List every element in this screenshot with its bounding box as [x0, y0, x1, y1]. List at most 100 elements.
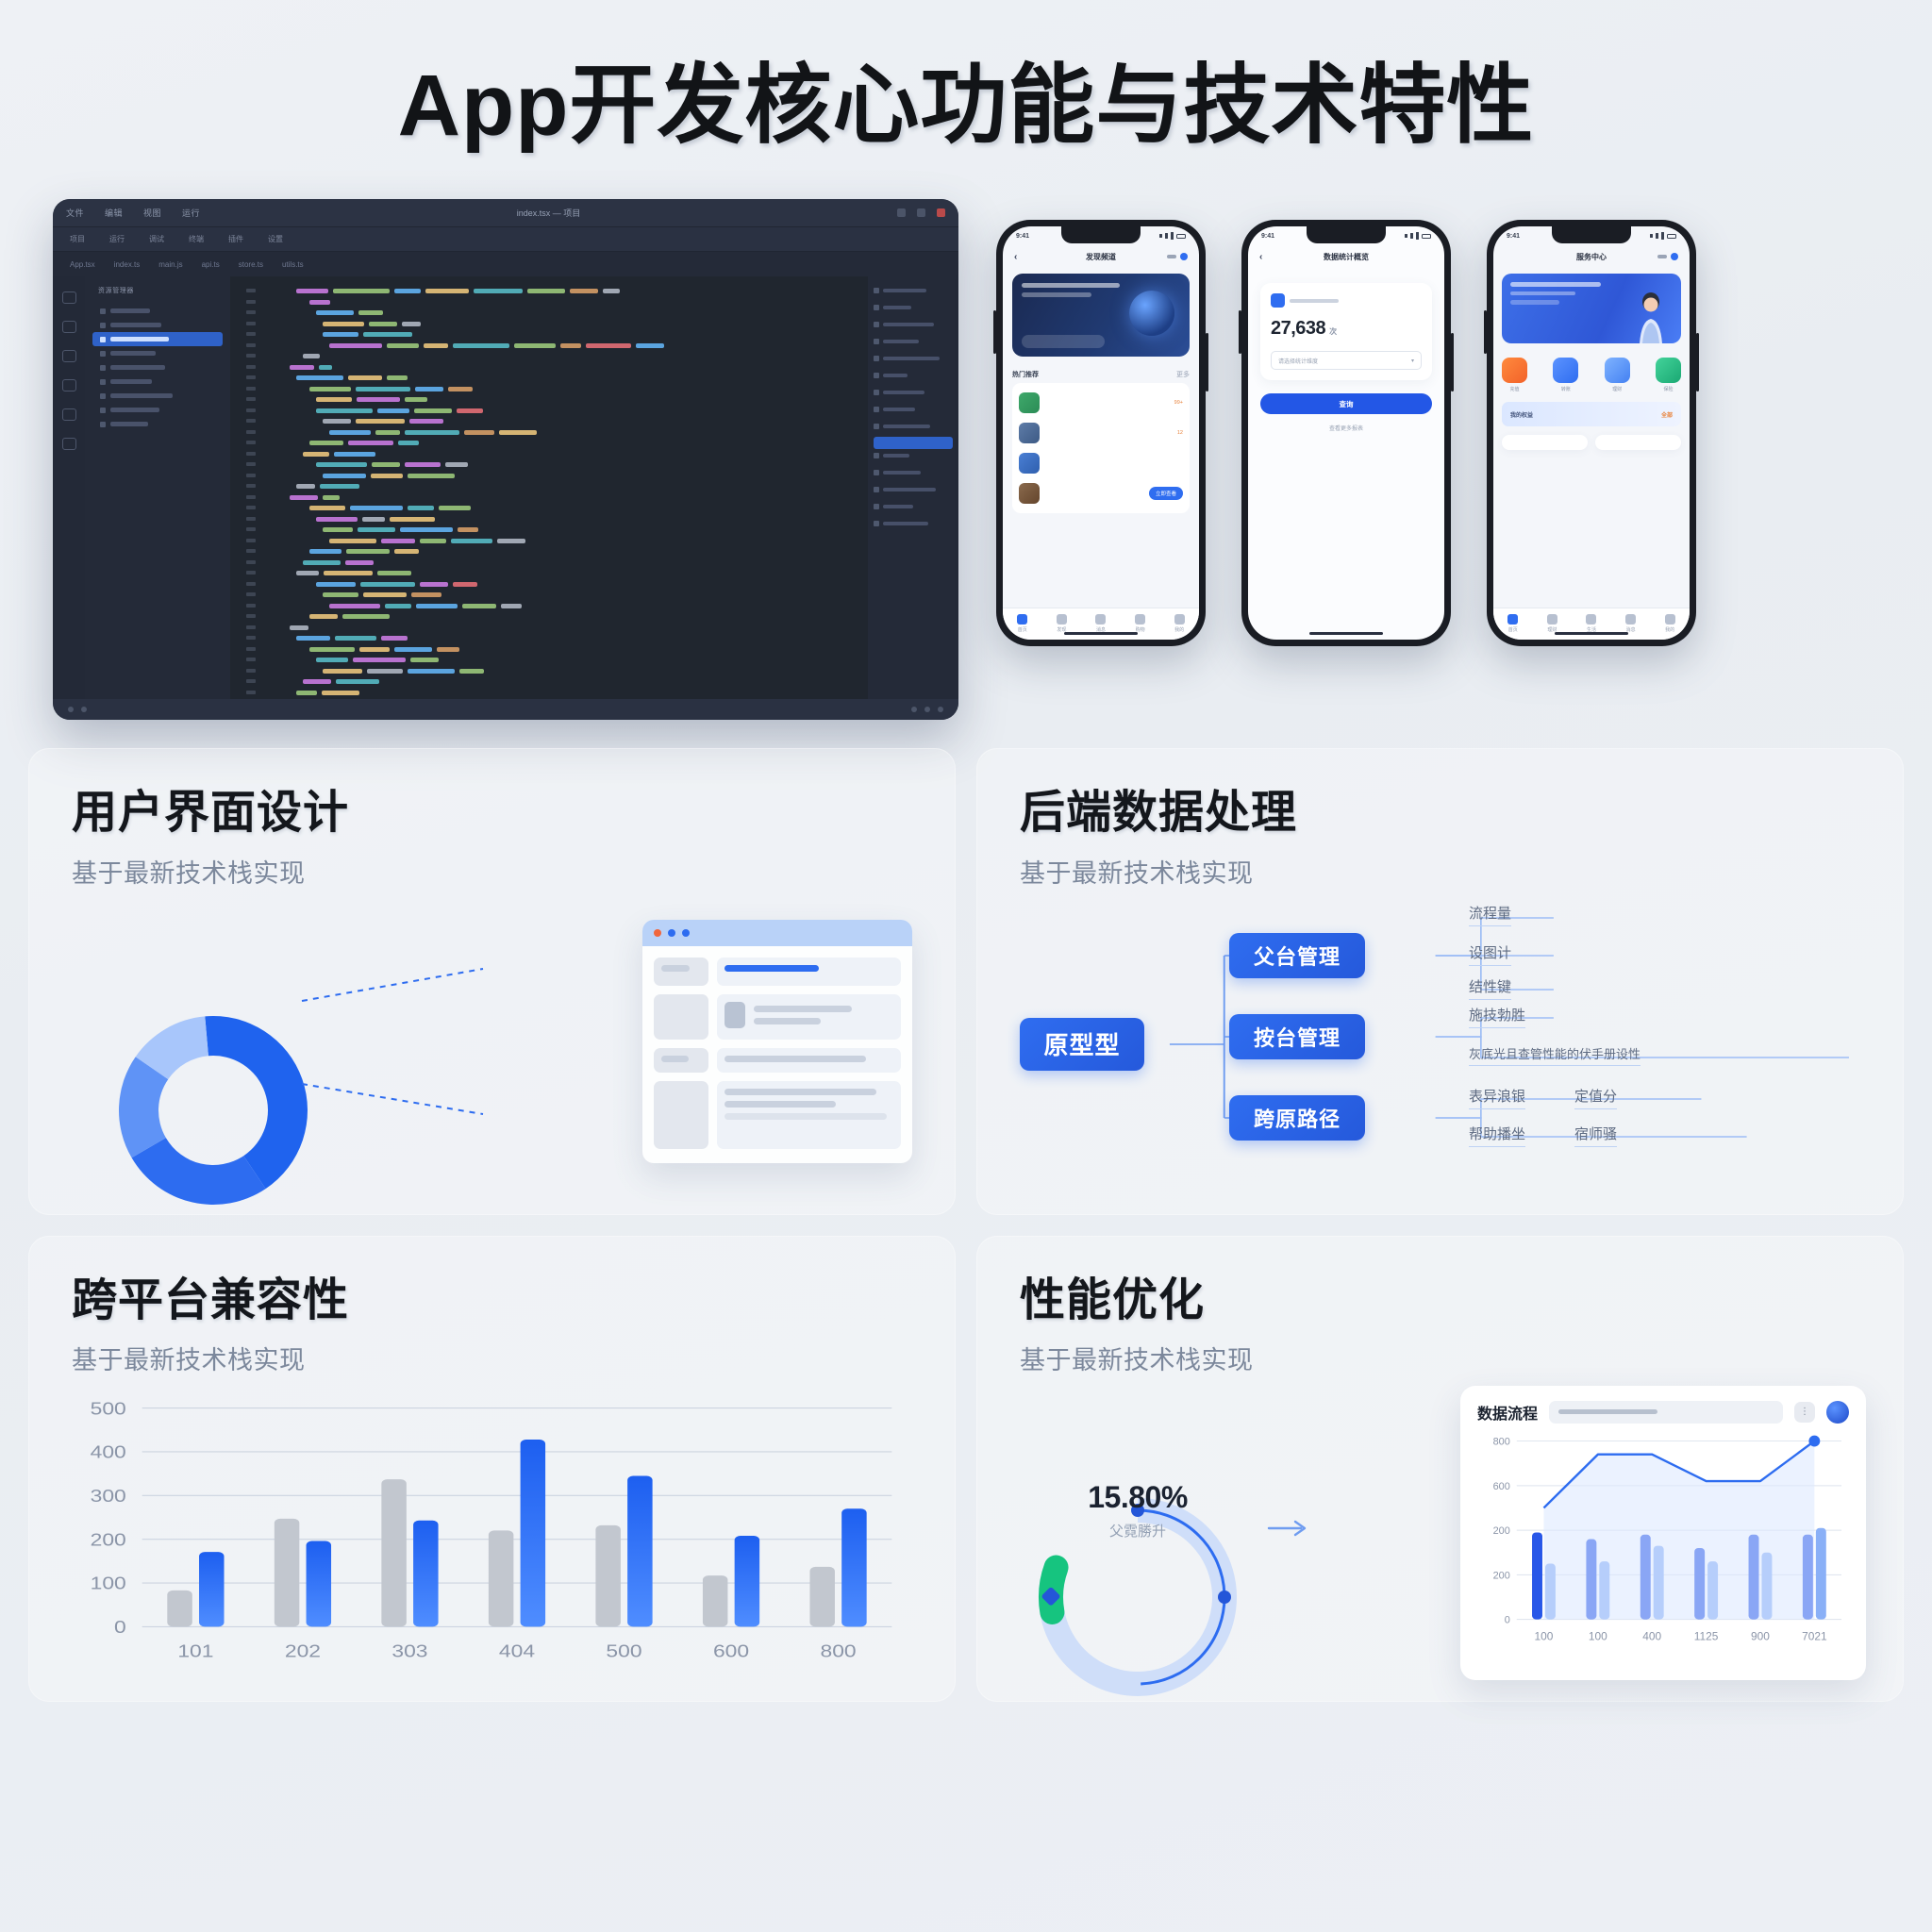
list-item[interactable]: 99+: [1019, 388, 1183, 418]
tab-message[interactable]: 消息: [1625, 613, 1637, 633]
tab-message[interactable]: 消息: [1095, 613, 1107, 633]
code-area[interactable]: [230, 276, 868, 700]
item-list[interactable]: 99+ 12: [1012, 383, 1190, 514]
tree-item[interactable]: [92, 346, 223, 360]
tab-shop[interactable]: 购物: [1135, 613, 1146, 633]
tree-item[interactable]: [92, 360, 223, 375]
branch-icon[interactable]: [61, 350, 76, 363]
browser-mockup: [642, 919, 912, 1163]
list-item[interactable]: 12: [1019, 418, 1183, 448]
search-input[interactable]: [1549, 1400, 1783, 1424]
filter-icon[interactable]: ⋮: [1794, 1401, 1815, 1423]
mindmap-root[interactable]: 原型型: [1020, 1017, 1144, 1071]
benefits-more[interactable]: 全部: [1660, 412, 1673, 419]
file-tree[interactable]: 资源管理器: [85, 276, 230, 700]
profile-icon[interactable]: [1180, 253, 1188, 261]
tab-life[interactable]: 生活: [1586, 613, 1597, 633]
tab-mine[interactable]: 我的: [1664, 613, 1675, 633]
toolbar-item-project[interactable]: 项目: [70, 235, 85, 244]
files-icon[interactable]: [61, 291, 76, 305]
menu-item-run[interactable]: 运行: [182, 208, 201, 219]
menu-item-file[interactable]: 文件: [66, 208, 85, 219]
minimize-icon[interactable]: [897, 208, 906, 218]
placeholder-line: [724, 1055, 867, 1062]
maximize-icon[interactable]: [917, 208, 925, 218]
banner-cta[interactable]: [1022, 335, 1105, 349]
mindmap-branch-1[interactable]: 父台管理: [1229, 932, 1365, 978]
chevron-down-icon[interactable]: ▾: [1410, 358, 1414, 364]
more-icon[interactable]: [1657, 255, 1667, 259]
more-reports-link[interactable]: 查看更多报表: [1328, 426, 1363, 433]
tree-item[interactable]: [92, 389, 223, 403]
maximize-icon[interactable]: [682, 928, 690, 937]
toolbar-item-settings[interactable]: 设置: [268, 235, 283, 244]
nav-actions[interactable]: [1167, 253, 1188, 261]
mindmap-branch-2[interactable]: 按台管理: [1229, 1013, 1365, 1059]
close-icon[interactable]: [937, 208, 945, 218]
card-title: 跨平台兼容性: [72, 1274, 350, 1325]
menu-item-edit[interactable]: 编辑: [105, 208, 124, 219]
tab-mine[interactable]: 我的: [1174, 613, 1185, 633]
tab-finance[interactable]: 理财: [1546, 613, 1557, 633]
toolbar-item-run[interactable]: 运行: [109, 235, 125, 244]
placeholder-line: [724, 1112, 887, 1120]
window-controls[interactable]: [897, 208, 945, 218]
tree-item[interactable]: [92, 375, 223, 389]
profile-icon[interactable]: [1671, 253, 1678, 261]
toolbar-item-terminal[interactable]: 终端: [189, 235, 204, 244]
tab-main[interactable]: main.js: [158, 259, 183, 269]
tree-item[interactable]: [92, 304, 223, 318]
tab-store[interactable]: store.ts: [238, 259, 263, 269]
recharge-icon: [1502, 358, 1527, 384]
tab-discover[interactable]: 发现: [1056, 613, 1067, 633]
code-lines[interactable]: [262, 276, 868, 699]
nav-actions[interactable]: [1657, 253, 1678, 261]
tree-item[interactable]: [92, 417, 223, 431]
gear-icon[interactable]: [61, 438, 76, 451]
list-item[interactable]: 立即查看: [1019, 478, 1183, 508]
quick-actions[interactable]: 充值 转账 理财 保险: [1502, 358, 1681, 392]
quick-action-insurance[interactable]: 保险: [1655, 358, 1681, 392]
phone-screen: 9:41 ‹ 数据统计概览: [1248, 226, 1444, 641]
tab-index[interactable]: index.ts: [113, 259, 141, 269]
search-placeholder: [1558, 1409, 1657, 1415]
minimize-icon[interactable]: [668, 928, 675, 937]
tab-utils[interactable]: utils.ts: [281, 259, 304, 269]
mindmap-branch-3[interactable]: 跨原路径: [1229, 1094, 1365, 1141]
quick-action-finance[interactable]: 理财: [1604, 358, 1630, 392]
debug-icon[interactable]: [61, 379, 76, 392]
toolbar-item-debug[interactable]: 调试: [149, 235, 164, 244]
service-card[interactable]: [1595, 435, 1681, 451]
back-icon[interactable]: ‹: [1014, 251, 1018, 262]
search-icon[interactable]: [61, 321, 76, 334]
activity-bar[interactable]: [53, 276, 85, 700]
menu-item-view[interactable]: 视图: [143, 208, 162, 219]
quick-action-transfer[interactable]: 转账: [1553, 358, 1579, 392]
mindmap-visual: 原型型 父台管理 按台管理 跨原路径 流程量 设图计 结性键 施技勃胜 灰底光且…: [1020, 906, 1860, 1183]
back-icon[interactable]: ‹: [1259, 251, 1263, 262]
hero-banner[interactable]: [1012, 274, 1190, 358]
promo-banner[interactable]: [1502, 274, 1681, 344]
tab-api[interactable]: api.ts: [201, 259, 220, 269]
dimension-select[interactable]: 请选择统计维度 ▾: [1271, 351, 1422, 371]
quick-action-recharge[interactable]: 充值: [1502, 358, 1527, 392]
service-cards[interactable]: [1502, 435, 1681, 451]
benefits-strip[interactable]: 我的权益 全部: [1502, 402, 1681, 427]
avatar-icon[interactable]: [1826, 1400, 1849, 1424]
tree-item-selected[interactable]: [92, 332, 223, 347]
service-card[interactable]: [1502, 435, 1588, 451]
action-button[interactable]: 立即查看: [1148, 487, 1183, 501]
outline-panel[interactable]: [868, 276, 958, 700]
more-icon[interactable]: [1167, 255, 1176, 259]
toolbar-item-plugins[interactable]: 插件: [228, 235, 243, 244]
submit-button[interactable]: 查询: [1260, 393, 1432, 415]
close-icon[interactable]: [654, 928, 661, 937]
tree-item[interactable]: [92, 403, 223, 417]
tab-home[interactable]: 首页: [1017, 613, 1028, 633]
section-more[interactable]: 更多: [1176, 372, 1190, 379]
tab-home[interactable]: 首页: [1507, 613, 1519, 633]
tab-app[interactable]: App.tsx: [70, 259, 95, 269]
tree-item[interactable]: [92, 318, 223, 332]
extensions-icon[interactable]: [61, 408, 76, 422]
list-item[interactable]: [1019, 448, 1183, 478]
